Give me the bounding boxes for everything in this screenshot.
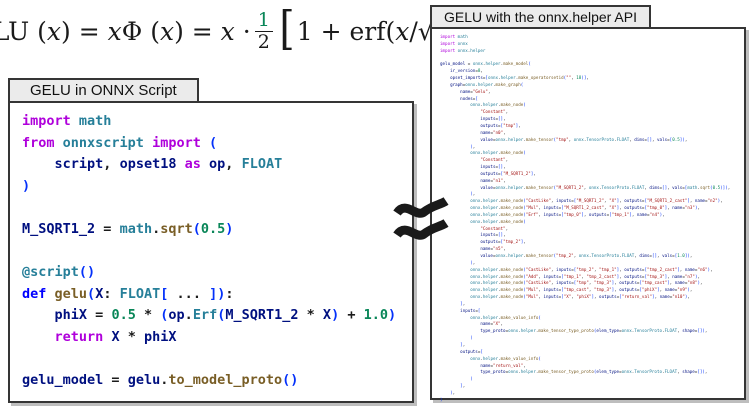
code-line: @script() — [22, 264, 96, 281]
code-line: graph=onnx.helper.make_graph( — [450, 81, 524, 87]
code-line: import onnx — [440, 40, 468, 46]
code-line: outputs=["M_SQRT1_2"], — [480, 170, 536, 176]
code-line: value=onnx.helper.make_tensor("tmp", onn… — [480, 136, 688, 142]
code-line — [22, 241, 412, 263]
code-line: ir_version=8, — [450, 68, 483, 74]
code-line — [22, 197, 412, 219]
code-line: def gelu(X: FLOAT[ ... ]): — [22, 285, 234, 302]
code-line: "Constant", — [480, 109, 509, 115]
code-line: inputs=[], — [480, 164, 506, 170]
onnx-script-panel-title: GELU in ONNX Script — [8, 78, 199, 103]
code-line: ), — [450, 389, 456, 395]
code-line: onnx.helper.make_node( — [470, 102, 526, 108]
code-line: ) — [22, 177, 31, 194]
code-line: name="n0", — [480, 129, 506, 135]
code-line: ) — [440, 396, 443, 402]
onnx-script-panel-body: import math from onnxscript import ( scri… — [8, 101, 414, 403]
onnx-helper-panel: GELU with the onnx.helper API import mat… — [430, 5, 746, 402]
code-line: onnx.helper.make_node("CastLike", inputs… — [470, 280, 703, 286]
code-line: onnx.helper.make_node("CastLike", inputs… — [470, 266, 713, 272]
code-line: inputs=[ — [460, 307, 481, 313]
code-line: gelu_model = gelu.to_model_proto() — [22, 372, 299, 389]
code-line: M_SQRT1_2 = math.sqrt(0.5) — [22, 220, 234, 237]
formula-main: GELU (x) = xΦ (x) = x · — [0, 16, 251, 46]
code-line: ) — [470, 335, 473, 341]
code-line: ), — [470, 259, 476, 265]
onnx-script-panel: GELU in ONNX Script import math from onnx… — [8, 78, 414, 403]
code-line: "Constant", — [480, 225, 509, 231]
code-line: onnx.helper.make_node( — [470, 150, 526, 156]
code-line: name="return_val", — [480, 362, 526, 368]
code-line: inputs=[], — [480, 116, 506, 122]
code-line: name="Gelu", — [460, 88, 491, 94]
code-line: onnx.helper.make_node("Erf", inputs=["tm… — [470, 211, 665, 217]
code-line: onnx.helper.make_node("Mul", inputs=["M_… — [470, 205, 700, 211]
code-line: script, opset18 as op, FLOAT — [54, 156, 283, 173]
code-line: value=onnx.helper.make_tensor("tmp_2", o… — [480, 253, 693, 258]
code-line: import onnx.helper — [440, 47, 486, 53]
code-line: onnx.helper.make_node("CastLike", inputs… — [470, 198, 723, 204]
formula-bracket-open: [ — [279, 1, 295, 56]
code-line: "Constant", — [480, 157, 509, 163]
code-line: ), — [470, 143, 476, 149]
code-line: opset_imports=[onnx.helper.make_operator… — [450, 75, 589, 81]
sqrt-sign: √ — [417, 16, 434, 46]
code-line: ], — [460, 300, 466, 306]
code-line: phiX = 0.5 * (op.Erf(M_SQRT1_2 * X) + 1.… — [54, 307, 397, 324]
code-line: ), — [470, 191, 476, 197]
code-line — [440, 55, 744, 62]
code-line: onnx.helper.make_node("Mul", inputs=["tm… — [470, 287, 693, 293]
code-line: outputs=["tmp_2"], — [480, 239, 526, 245]
code-line: name="X", — [480, 321, 504, 327]
code-line: return X * phiX — [54, 328, 177, 345]
code-line: type_proto=onnx.helper.make_tensor_type_… — [480, 328, 708, 334]
code-line: onnx.helper.make_node("Mul", inputs=["X"… — [470, 294, 690, 300]
gelu-formula: GELU (x) = xΦ (x) = x · 12[1 + erf(x/√2)… — [0, 1, 479, 60]
code-line: outputs=[ — [460, 348, 483, 354]
code-line: onnx.helper.make_node("Add", inputs=["tm… — [470, 273, 700, 279]
code-line: import math — [440, 34, 468, 39]
onnx-script-code: import math from onnxscript import ( scri… — [10, 103, 412, 392]
code-line: type_proto=onnx.helper.make_tensor_type_… — [480, 369, 708, 375]
formula-inner: 1 + erf(x/ — [296, 16, 418, 46]
code-line — [22, 349, 412, 371]
code-line: import math — [22, 113, 112, 129]
code-line: ) — [470, 376, 473, 382]
code-line: ], — [460, 383, 466, 389]
code-line: onnx.helper.make_value_info( — [470, 314, 541, 320]
code-line: ], — [460, 341, 466, 347]
onnx-helper-panel-title: GELU with the onnx.helper API — [430, 5, 651, 29]
code-line: value=onnx.helper.make_tensor("M_SQRT1_2… — [480, 184, 731, 190]
approx-equals-icon — [393, 197, 449, 240]
code-line: outputs=["tmp"], — [480, 122, 521, 128]
code-line: inputs=[], — [480, 232, 506, 238]
code-line: from onnxscript import ( — [22, 134, 218, 151]
code-line: nodes=[ — [460, 95, 478, 101]
code-line: onnx.helper.make_node( — [470, 218, 526, 224]
code-line: name="n5", — [480, 246, 506, 252]
code-line: onnx.helper.make_value_info( — [470, 355, 541, 361]
code-line: name="n1", — [480, 177, 506, 183]
code-line: gelu_model = onnx.helper.make_model( — [440, 61, 531, 67]
